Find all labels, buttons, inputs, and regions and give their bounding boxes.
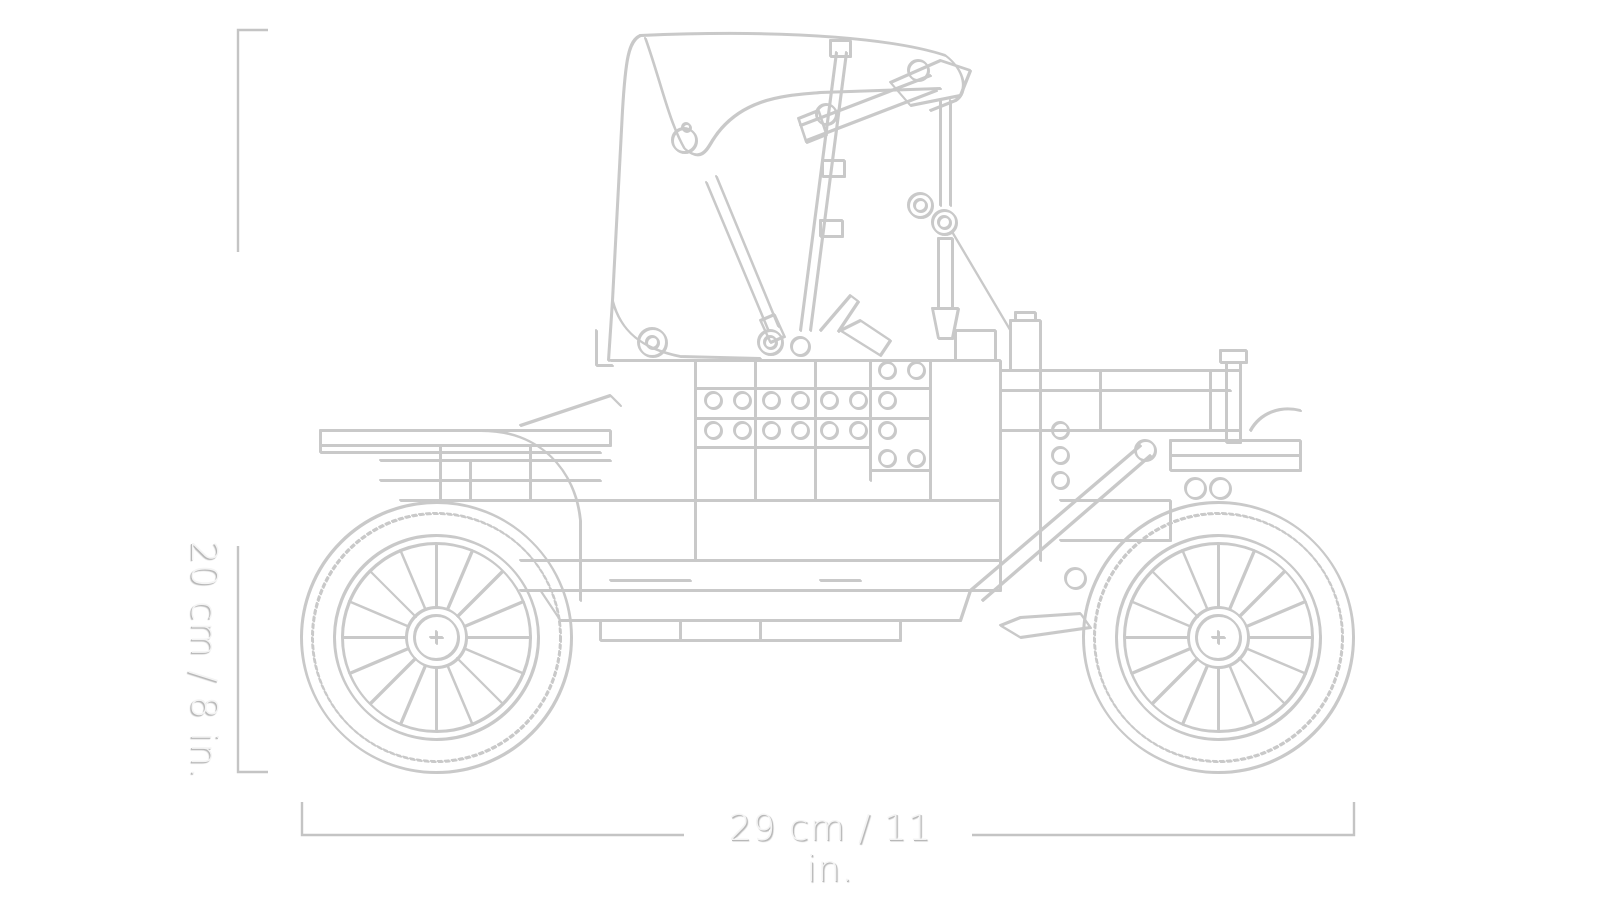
canopy xyxy=(595,31,964,366)
body-panel xyxy=(609,359,1001,561)
rear-wheel xyxy=(300,501,572,773)
width-dimension-label: 29 cm / 11 in. xyxy=(728,808,932,890)
rear-deck xyxy=(319,394,621,601)
canopy-struts xyxy=(705,39,1011,356)
front-wheel-spokes xyxy=(1123,542,1313,732)
front-hood xyxy=(954,311,1301,638)
front-wheel xyxy=(1082,501,1354,773)
width-dimension-line xyxy=(300,802,1356,837)
height-dimension-line xyxy=(236,28,268,774)
chassis xyxy=(519,559,1001,641)
rear-wheel-spokes xyxy=(341,542,531,732)
height-dimension-label: 20 cm / 8 in. xyxy=(183,540,224,780)
